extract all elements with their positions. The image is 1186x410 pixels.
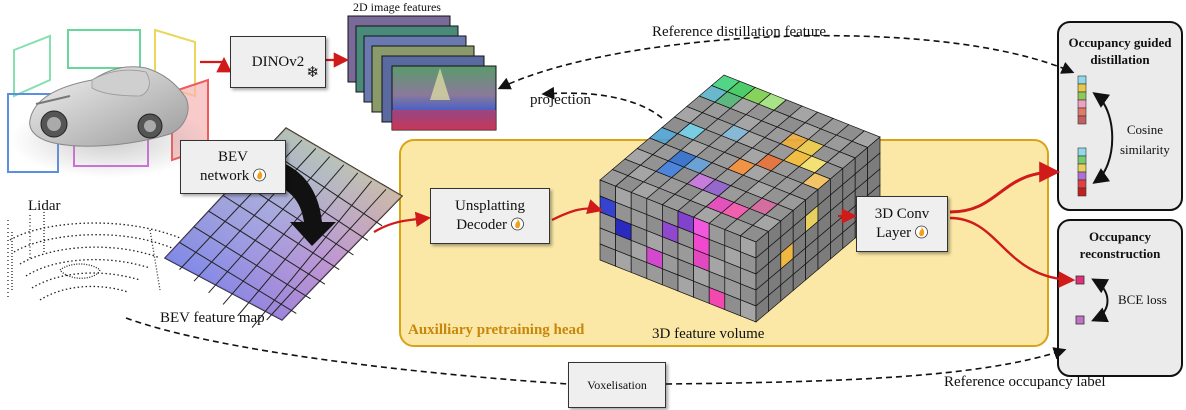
arrow-conv-to-distillation xyxy=(949,161,1061,214)
vector-cell xyxy=(1077,91,1087,101)
bce-loss-label: BCE loss xyxy=(1118,292,1167,307)
reference-occupancy-label: Reference occupancy label xyxy=(944,374,1106,390)
arrow-bev-to-decoder xyxy=(373,211,432,233)
conv3d-module: 3D Conv Layer xyxy=(856,196,948,252)
dinov2-module: DINOv2 ❄ xyxy=(230,36,326,88)
vector-cell xyxy=(1077,115,1087,125)
vector-cell xyxy=(1077,147,1087,157)
arrow-lidar-voxelisation xyxy=(125,317,569,385)
image-features-label: 2D image features xyxy=(353,0,441,14)
conv-line2: Layer xyxy=(876,225,912,241)
feature-vector-reference xyxy=(1077,75,1087,125)
car-image xyxy=(10,66,210,178)
reconstruction-title: Occupancy reconstruction xyxy=(1058,228,1182,262)
bce-bracket xyxy=(1091,278,1110,323)
aux-head-title: Auxilliary pretraining head xyxy=(408,322,585,338)
image-feature-stack xyxy=(347,15,497,131)
vector-cell xyxy=(1077,99,1087,109)
vector-cell xyxy=(1077,187,1087,197)
bev-feature-map-label: BEV feature map xyxy=(160,310,265,326)
arrow-conv-to-reconstruction xyxy=(949,216,1076,288)
arrow-decoder-to-volume xyxy=(551,199,603,221)
distillation-title-line2: distillation xyxy=(1090,52,1150,67)
arrow-voxelisation-to-label xyxy=(665,347,1067,385)
voxelisation-module: Voxelisation xyxy=(568,362,666,408)
decoder-line2: Decoder xyxy=(456,217,508,233)
arrow-car-to-dino xyxy=(200,56,232,73)
bev-network-line2: network xyxy=(200,168,250,184)
vector-cell xyxy=(1077,75,1087,85)
arrow-reference-distillation xyxy=(497,34,1075,90)
vector-cell xyxy=(1077,163,1087,173)
flame-icon xyxy=(914,225,928,239)
vector-cell xyxy=(1077,179,1087,189)
reconstruction-title-line1: Occupancy xyxy=(1088,229,1152,244)
vector-cell xyxy=(1077,83,1087,93)
reconstruction-title-line2: reconstruction xyxy=(1079,246,1161,261)
projection-label: projection xyxy=(530,92,591,108)
distillation-panel xyxy=(1057,21,1183,211)
feature-vector-predicted xyxy=(1077,147,1087,197)
vector-cell xyxy=(1077,107,1087,117)
cosine-line2: similarity xyxy=(1120,142,1170,157)
dinov2-label: DINOv2 xyxy=(251,53,305,70)
cosine-similarity-label: Cosine similarity xyxy=(1120,120,1170,160)
cosine-bracket xyxy=(1092,92,1114,184)
vector-cell xyxy=(1077,171,1087,181)
decoder-line1: Unsplatting xyxy=(455,198,525,214)
reference-distillation-label: Reference distillation feature xyxy=(652,24,827,40)
reconstruction-panel xyxy=(1057,219,1183,377)
vector-cell xyxy=(1077,155,1087,165)
occupancy-cell-predicted xyxy=(1075,275,1085,285)
feature-volume xyxy=(599,74,881,323)
unsplatting-decoder-module: Unsplatting Decoder xyxy=(430,188,550,244)
conv-line1: 3D Conv xyxy=(874,206,930,222)
arrow-projection xyxy=(541,86,663,119)
distillation-title: Occupancy guided distillation xyxy=(1058,34,1182,68)
distillation-title-line1: Occupancy guided xyxy=(1068,35,1172,50)
flame-icon xyxy=(510,217,524,231)
occupancy-cell-reference xyxy=(1075,315,1085,325)
flame-icon xyxy=(253,168,266,182)
bev-network-line1: BEV xyxy=(218,149,248,165)
snowflake-icon: ❄ xyxy=(306,65,319,81)
voxelisation-label: Voxelisation xyxy=(587,377,647,392)
lidar-label: Lidar xyxy=(28,198,61,214)
lidar-point-cloud xyxy=(7,212,181,301)
cosine-line1: Cosine xyxy=(1126,122,1163,137)
feature-volume-label: 3D feature volume xyxy=(652,326,765,342)
bev-network-module: BEV network xyxy=(180,140,286,194)
